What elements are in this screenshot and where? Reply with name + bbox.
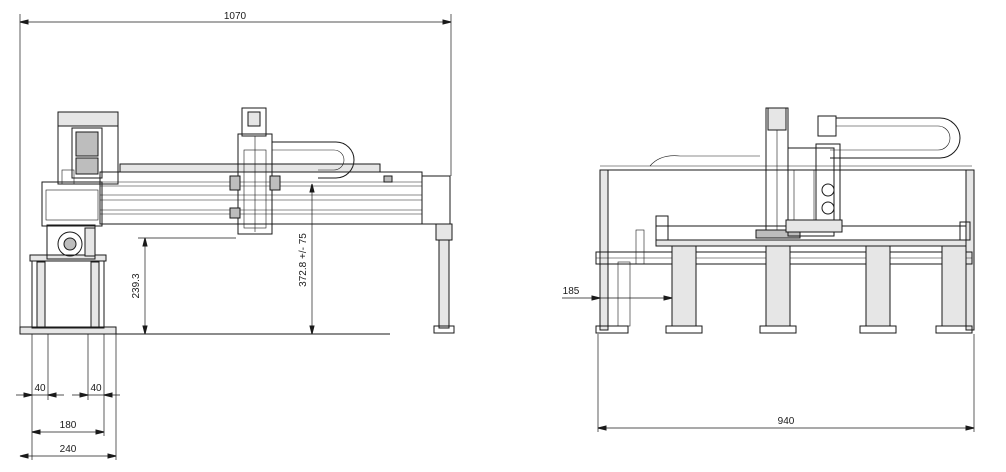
dim-240-arrow-a xyxy=(19,453,29,459)
side-knob-1 xyxy=(821,183,835,197)
side-leg-left xyxy=(599,169,609,331)
dim-185-arrow-b xyxy=(663,295,673,301)
side-leg-left-foot xyxy=(595,325,629,334)
head-top xyxy=(241,107,267,137)
dim-239-label: 239.3 xyxy=(131,273,142,298)
dim-1070-arrow-right xyxy=(442,19,452,25)
dim-40l-label: 40 xyxy=(34,383,46,394)
dim-372-label: 372.8 +/- 75 xyxy=(298,233,309,287)
right-leg xyxy=(438,239,450,329)
dim-239-arrow-bottom xyxy=(142,325,148,335)
side-column-top xyxy=(767,107,787,131)
left-carriage xyxy=(41,181,103,227)
side-carriage-clamp xyxy=(785,219,843,233)
right-leg-cap xyxy=(435,223,453,241)
side-bed-left-stop xyxy=(655,215,669,241)
dim-40r-label: 40 xyxy=(90,383,102,394)
side-knob-2 xyxy=(821,201,835,215)
left-support-post-2 xyxy=(90,261,100,328)
dim-940-arrow-b xyxy=(965,425,975,431)
head-clamp-2 xyxy=(269,175,281,191)
side-head-box xyxy=(815,143,841,223)
cable-chain xyxy=(272,141,355,179)
front-view: 1070 239.3 372.8 +/- 75 40 40 180 xyxy=(16,11,455,460)
dim-185-arrow-a xyxy=(591,295,601,301)
dim-180-arrow-b xyxy=(95,429,105,435)
dim-40r-arrow-b xyxy=(103,392,113,398)
dim-1070-label: 1070 xyxy=(224,11,247,22)
dim-940-arrow-a xyxy=(597,425,607,431)
side-leg-d xyxy=(941,245,967,327)
dim-940-label: 940 xyxy=(778,416,795,427)
left-support-cap xyxy=(29,254,107,262)
dim-40r-arrow-a xyxy=(79,392,89,398)
front-base-plate xyxy=(19,326,117,335)
left-carriage-inner xyxy=(45,189,99,221)
left-tower-cap xyxy=(57,111,119,127)
side-bed-rail xyxy=(655,239,967,247)
gearbox-side xyxy=(84,227,96,257)
dim-372-arrow-top xyxy=(309,183,315,193)
side-bed-right-stop xyxy=(959,221,971,241)
head-clamp-1 xyxy=(229,175,241,191)
side-cable-chain-inner xyxy=(830,125,951,151)
side-view: 185 940 xyxy=(562,107,975,432)
side-leg-a-foot xyxy=(665,325,703,334)
gearbox-wheel xyxy=(57,231,83,257)
side-column-base xyxy=(755,229,801,239)
main-beam xyxy=(99,171,423,225)
side-cable-chain xyxy=(830,117,961,159)
beam-end-plate xyxy=(421,175,451,225)
side-top-hump xyxy=(649,155,760,167)
beam-top-rail xyxy=(119,163,381,173)
head-top-inner xyxy=(247,111,261,127)
dim-185-label: 185 xyxy=(563,286,580,297)
cable-bracket xyxy=(383,175,393,183)
side-leg-d-foot xyxy=(935,325,973,334)
side-leg-b xyxy=(765,245,791,327)
side-leg-a xyxy=(671,245,697,327)
left-tower-bracket xyxy=(61,169,75,185)
side-head-top xyxy=(817,115,837,137)
dim-180-arrow-a xyxy=(31,429,41,435)
side-leg-c xyxy=(865,245,891,327)
dim-240-label: 240 xyxy=(60,444,77,455)
side-left-post xyxy=(635,229,645,265)
right-leg-foot xyxy=(433,325,455,334)
dim-239-arrow-top xyxy=(142,237,148,247)
left-tower-screen-2 xyxy=(75,157,99,175)
dim-1070-arrow-left xyxy=(19,19,29,25)
dim-40l-arrow-b xyxy=(47,392,57,398)
gearbox-hub xyxy=(63,237,77,251)
side-left-bracket xyxy=(617,261,631,327)
dim-372-arrow-bottom xyxy=(309,325,315,335)
side-leg-b-foot xyxy=(759,325,797,334)
side-leg-right xyxy=(965,169,975,331)
side-leg-c-foot xyxy=(859,325,897,334)
left-support-post-1 xyxy=(36,261,46,328)
side-carriage-inner xyxy=(793,169,815,221)
cable-chain-inner xyxy=(272,149,345,171)
dim-240-arrow-b xyxy=(107,453,117,459)
dim-180-label: 180 xyxy=(60,420,77,431)
left-tower-screen xyxy=(75,131,99,157)
head-clamp-3 xyxy=(229,207,241,219)
dim-40l-arrow-a xyxy=(23,392,33,398)
